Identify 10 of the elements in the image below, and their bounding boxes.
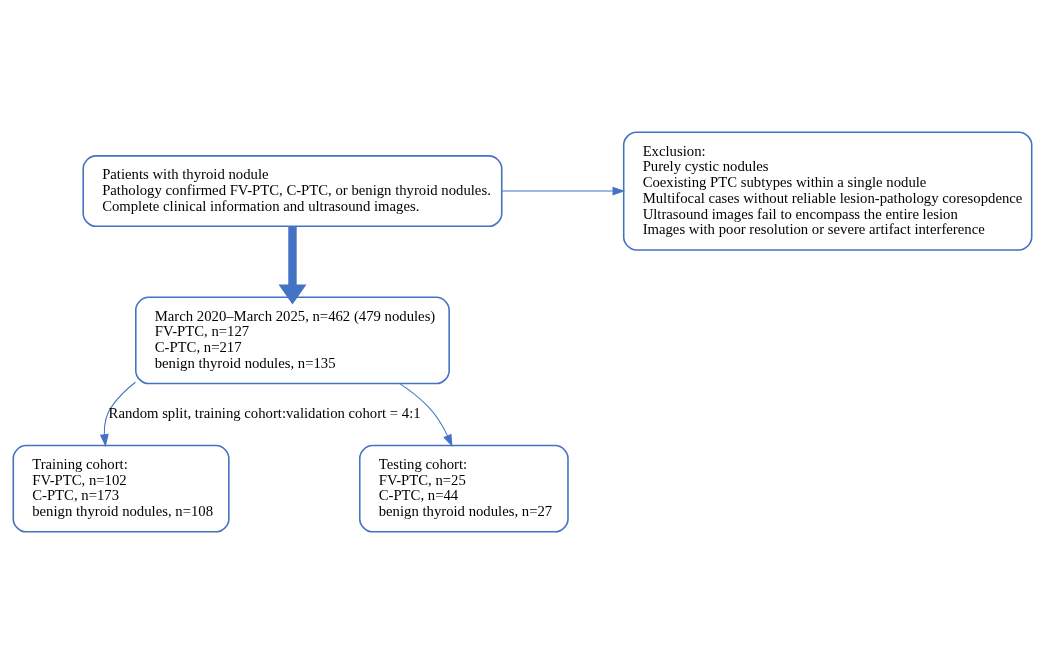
node-box: Patients with thyroid nodule Pathology confirmed FV-PTC, C-PTC, or benign thyroid nodules. Complete clinical information and ultrasound images. xyxy=(82,155,503,228)
node-box: Training cohort: FV-PTC, n=102 C-PTC, n=173 benign thyroid nodules, n=108 xyxy=(12,444,230,533)
arrow xyxy=(399,383,453,447)
edge-label: Random split, training cohort:validation cohort = 4:1 xyxy=(108,405,421,422)
node-box: Exclusion: Purely cystic nodules Coexisting PTC subtypes within a single nodule Multifocal cases without reliable lesion-pathology coresopdence Ultrasound images fail to encompass the entire lesion Images with poor resolution or severe artifact interference xyxy=(622,131,1033,251)
arrow xyxy=(501,186,626,196)
node-box: March 2020–March 2025, n=462 (479 nodules) FV-PTC, n=127 C-PTC, n=217 benign thyroid nodules, n=135 xyxy=(135,296,450,385)
arrow xyxy=(99,381,136,447)
node-box: Testing cohort: FV-PTC, n=25 C-PTC, n=44 benign thyroid nodules, n=27 xyxy=(358,444,569,533)
arrow xyxy=(278,226,307,305)
